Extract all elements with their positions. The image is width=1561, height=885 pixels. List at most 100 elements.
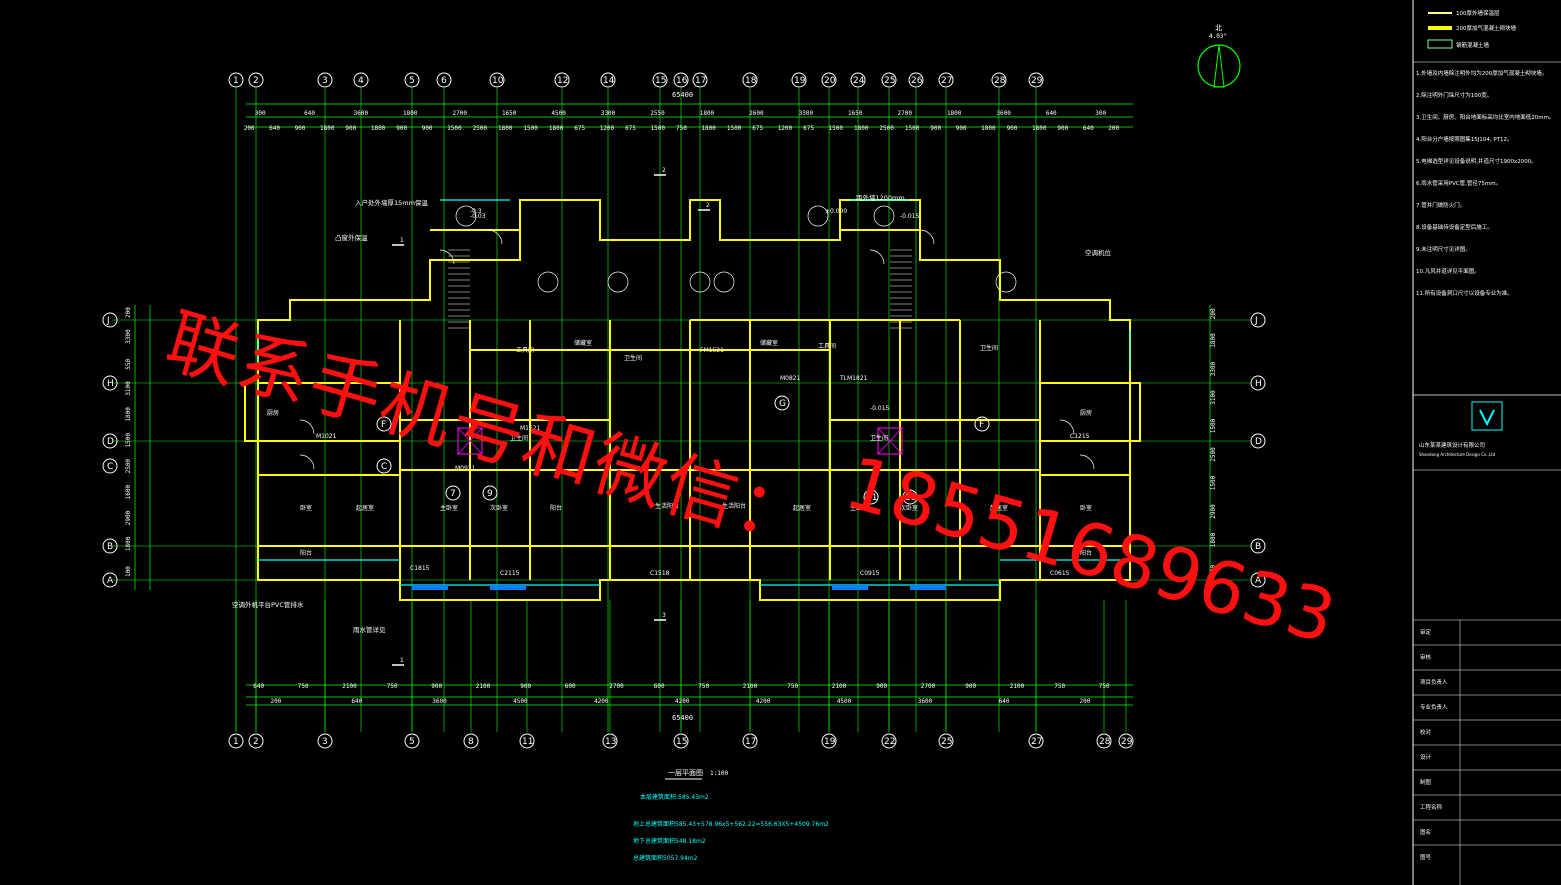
grid-bubble-top-12-label: 12 — [557, 76, 568, 86]
grid-bubble-bottom-15: 15 — [673, 733, 689, 749]
title-block-row-6: 制图 — [1420, 778, 1432, 786]
section-cut-label-2: 3 — [662, 612, 666, 619]
grid-bubble-top-3: 3 — [317, 72, 333, 88]
grid-bubble-bottom-27-label: 27 — [1031, 737, 1042, 747]
dim-bottom-row1-6: 4200 — [756, 698, 771, 705]
grid-bubble-bottom-1: 1 — [228, 733, 244, 749]
general-note-7: 8.设备基础待设备定型后施工。 — [1416, 223, 1493, 231]
door-swing-7 — [1079, 454, 1095, 470]
grid-bubble-right-H-circle — [1250, 375, 1266, 391]
grid-bubble-top-1-circle — [228, 72, 244, 88]
door-tag-7: C1815 — [410, 565, 430, 572]
dim-top-row2-10: 1800 — [498, 125, 513, 132]
grid-bubble-top-29-label: 29 — [1031, 76, 1043, 86]
wall-layer — [244, 199, 1141, 601]
general-note-0: 1.外墙及内墙除注明外均为200厚加气混凝土砌块墙。 — [1416, 69, 1547, 77]
door-swing-1 — [487, 229, 503, 245]
dim-left-10: 100 — [125, 566, 132, 577]
dim-bottom-row2-10: 750 — [698, 683, 709, 690]
grid-bubble-right-A-circle — [1250, 572, 1266, 588]
grid-bubble-right-D: D — [1250, 433, 1266, 449]
dim-left-7: 1600 — [125, 484, 132, 499]
dim-top-row2-17: 750 — [676, 125, 687, 132]
dim-bottom-row2-1: 750 — [298, 683, 309, 690]
grid-bubble-top-3-circle — [317, 72, 333, 88]
grid-bubble-inner-21-circle — [863, 489, 879, 505]
grid-bubble-top-4-circle — [353, 72, 369, 88]
room-label-0: 工具间 — [516, 346, 534, 354]
door-tag-11: C0615 — [1050, 570, 1070, 577]
room-label-3: 储藏室 — [760, 339, 778, 347]
ac-unit-4 — [713, 271, 735, 293]
dim-right-3: 3100 — [1210, 390, 1217, 405]
room-label-19: 厨房 — [1080, 409, 1092, 417]
dim-top-row2-27: 900 — [930, 125, 941, 132]
grid-bubble-bottom-5: 5 — [404, 733, 420, 749]
plan-title: 一层平面图 — [668, 769, 703, 777]
grid-bubble-left-J: J — [102, 312, 118, 328]
grid-bubble-left-H-circle — [102, 375, 118, 391]
grid-bubble-top-10-circle — [489, 72, 505, 88]
grid-bubble-top-1: 1 — [228, 72, 244, 88]
grid-bubble-inner-7-circle — [445, 485, 461, 501]
dim-top-row1-9: 1800 — [700, 110, 715, 117]
dim-bottom-row2-16: 900 — [965, 683, 976, 690]
elevation-mark-0: -0.3 — [470, 208, 482, 215]
grid-bubble-inner-21-label: 21 — [866, 493, 877, 503]
section-cut-label-1: 2 — [662, 167, 666, 174]
dim-left-3: 3100 — [125, 381, 132, 396]
grid-bubble-top-2: 2 — [248, 72, 264, 88]
door-tag-8: C2115 — [500, 570, 520, 577]
plan-caption: 一层平面图 1:100 本层建筑面积:585.43m2 地上总建筑面积585.4… — [633, 769, 829, 862]
grid-bubble-inner-21: 21 — [863, 489, 879, 505]
dim-top-row1-7: 3300 — [601, 110, 616, 117]
dim-top-row1-2: 3600 — [354, 110, 369, 117]
room-label-15: 次卧室 — [900, 504, 918, 512]
grid-bubble-top-19-circle — [791, 72, 807, 88]
door-swing-0 — [439, 249, 455, 265]
dim-top-row2-18: 1800 — [701, 125, 716, 132]
grid-bubble-top-6: 6 — [436, 72, 452, 88]
grid-bubble-bottom-22-circle — [881, 733, 897, 749]
grid-bubble-top-26-label: 26 — [911, 76, 923, 86]
dim-top-row2-15: 675 — [625, 125, 636, 132]
general-note-9: 10.凡风井道详见平面图。 — [1416, 267, 1480, 275]
dim-right-8: 1800 — [1210, 532, 1217, 547]
grid-bubble-left-A-label: A — [107, 576, 114, 586]
dim-top-row2-6: 900 — [396, 125, 407, 132]
grid-bubble-top-4-label: 4 — [358, 76, 364, 86]
grid-bubble-top-5: 5 — [404, 72, 420, 88]
grid-bubble-top-17-circle — [692, 72, 708, 88]
dim-top-row2-29: 1800 — [981, 125, 996, 132]
dim-right-1: 1800 — [1210, 333, 1217, 348]
grid-bubble-inner-F-left-label: F — [381, 420, 386, 430]
grid-bubble-top-25: 25 — [881, 72, 897, 88]
dim-top-row2-33: 640 — [1083, 125, 1094, 132]
dim-bottom-row2-4: 900 — [431, 683, 442, 690]
dim-bottom-row2-7: 600 — [565, 683, 576, 690]
title-block-row-2: 项目负责人 — [1420, 678, 1448, 686]
grid-bubble-top-26: 26 — [908, 72, 924, 88]
dim-top-row2-26: 1500 — [905, 125, 920, 132]
dim-bottom-row2-19: 750 — [1099, 683, 1110, 690]
dim-top-row2-9: 2500 — [473, 125, 488, 132]
grid-bubble-right-A-label: A — [1255, 576, 1262, 586]
area-note-2: 地下总建筑面积548.18m2 — [633, 837, 706, 845]
grid-bubble-right-H: H — [1250, 375, 1266, 391]
grid-bubble-bottom-1-circle — [228, 733, 244, 749]
grid-bubble-top-20: 20 — [821, 72, 837, 88]
dim-right-2: 3300 — [1210, 361, 1217, 376]
dim-top-row1-4: 2700 — [453, 110, 468, 117]
grid-bubble-top-16: 16 — [673, 72, 689, 88]
room-label-2: 卫生间 — [624, 354, 642, 362]
grid-bubble-top-27-label: 27 — [941, 76, 952, 86]
door-tag-3: FM1521 — [700, 347, 724, 354]
grid-bubble-bottom-2-label: 2 — [253, 737, 259, 747]
company-logo-mark — [1479, 409, 1495, 427]
grid-bubble-top-16-circle — [673, 72, 689, 88]
balcony-rail-0 — [412, 585, 448, 590]
grid-bubble-bottom-22-label: 22 — [884, 737, 895, 747]
dim-top-row2-34: 200 — [1108, 125, 1119, 132]
